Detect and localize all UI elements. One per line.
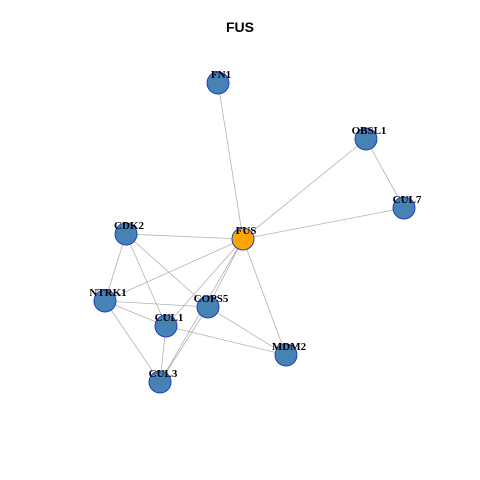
edge-fus-cdk2 xyxy=(125,233,244,240)
node-label-fus: FUS xyxy=(236,225,257,237)
node-mdm2 xyxy=(274,343,298,367)
node-cops5 xyxy=(196,295,220,319)
node-label-cul3: CUL3 xyxy=(149,368,178,380)
edge-fus-cul1 xyxy=(165,238,244,327)
node-cul1 xyxy=(154,314,178,338)
node-label-ntrk1: NTRK1 xyxy=(89,287,126,299)
node-fus xyxy=(231,227,255,251)
edge-fus-mdm2 xyxy=(242,238,287,356)
node-cul7 xyxy=(392,196,416,220)
edge-fus-fn1 xyxy=(217,82,244,240)
node-fn1 xyxy=(206,71,230,95)
edge-obsl1-cul7 xyxy=(365,138,405,209)
edge-cdk2-cul1 xyxy=(125,233,167,327)
edge-cops5-mdm2 xyxy=(207,306,287,356)
edge-cdk2-cops5 xyxy=(125,233,209,308)
node-ntrk1 xyxy=(93,289,117,313)
node-label-cul7: CUL7 xyxy=(393,194,422,206)
edge-fus-ntrk1 xyxy=(104,238,244,302)
node-label-fn1: FN1 xyxy=(211,69,231,81)
node-cul3 xyxy=(148,370,172,394)
edge-fus-cul7 xyxy=(242,207,405,240)
node-cdk2 xyxy=(114,222,138,246)
node-label-cdk2: CDK2 xyxy=(114,220,144,232)
node-label-mdm2: MDM2 xyxy=(272,341,307,353)
node-label-cul1: CUL1 xyxy=(155,312,184,324)
edge-cul1-mdm2 xyxy=(165,325,287,356)
node-label-cops5: COPS5 xyxy=(194,293,229,305)
edge-cops5-cul3 xyxy=(159,306,209,383)
edge-cdk2-ntrk1 xyxy=(104,233,127,302)
network-title: FUS xyxy=(226,19,254,35)
edge-fus-obsl1 xyxy=(242,138,367,240)
edge-ntrk1-cops5 xyxy=(104,300,209,308)
node-layer xyxy=(93,71,416,394)
node-obsl1 xyxy=(354,127,378,151)
edge-ntrk1-cul3 xyxy=(104,300,161,383)
node-label-obsl1: OBSL1 xyxy=(352,125,387,137)
edge-fus-cops5 xyxy=(207,238,244,308)
